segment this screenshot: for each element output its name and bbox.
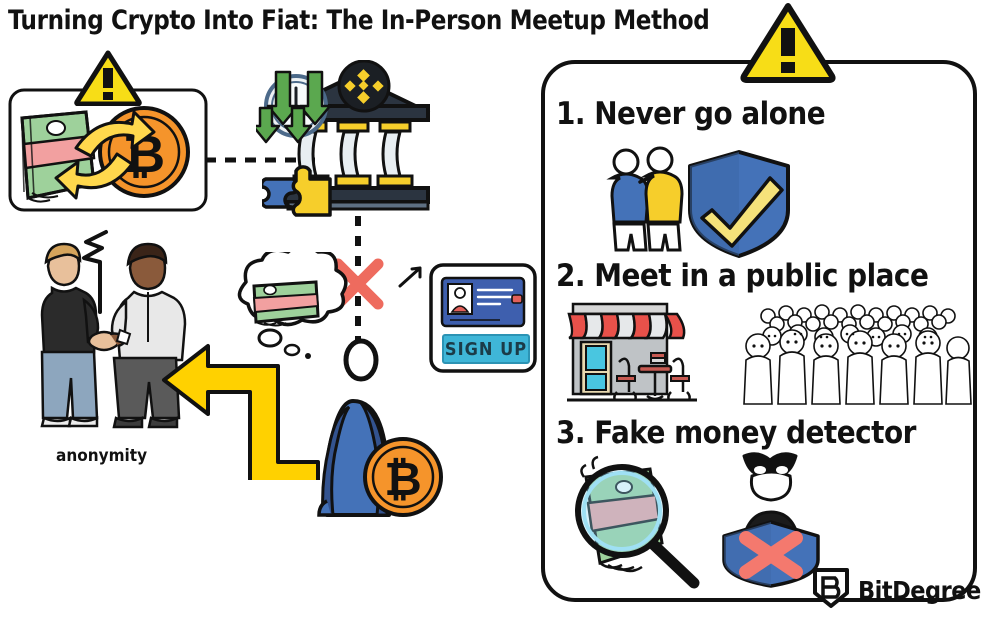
warning-triangle-icon xyxy=(74,50,142,107)
puzzle-pieces-icon xyxy=(259,165,362,223)
blue-shield-check-icon xyxy=(684,148,794,260)
signup-button-label: SIGN UP xyxy=(444,338,528,360)
binance-logo-icon xyxy=(337,59,391,113)
rule-1-title: 1. Never go alone xyxy=(556,96,826,132)
anonymity-caption: anonymity xyxy=(56,446,148,466)
bitdegree-logo: BitDegree xyxy=(812,568,982,612)
signup-button[interactable]: SIGN UP xyxy=(442,334,530,364)
blue-shield-x-icon xyxy=(722,520,820,588)
magnifier-over-cash-icon xyxy=(558,455,718,590)
bitcoin-coin-icon: ₿ xyxy=(363,437,443,517)
signup-card[interactable]: SIGN UP xyxy=(428,262,538,374)
small-arrow-icon xyxy=(398,262,432,292)
rule-3-title: 3. Fake money detector xyxy=(556,415,916,451)
cafe-storefront-icon xyxy=(559,300,714,406)
exchange-arrows-icon xyxy=(54,110,156,200)
backpack-with-bitcoin: ₿ xyxy=(305,395,450,520)
thief-mask-icon xyxy=(742,452,798,502)
two-people-icon xyxy=(598,142,698,252)
id-card-icon xyxy=(440,276,526,328)
warning-triangle-icon xyxy=(740,2,836,84)
clock-icon xyxy=(251,70,336,160)
page-title: Turning Crypto Into Fiat: The In-Person … xyxy=(8,5,710,36)
rule-2-title: 2. Meet in a public place xyxy=(556,258,929,294)
bitdegree-wordmark: BitDegree xyxy=(858,575,981,605)
lightning-bolt-icon xyxy=(82,230,108,314)
thief-and-block-icons xyxy=(718,448,830,588)
handshake-scene xyxy=(18,228,208,440)
svg-text:₿: ₿ xyxy=(384,452,422,506)
yellow-elbow-arrow-icon xyxy=(160,340,340,488)
cash-stack-icon xyxy=(252,280,320,327)
crowd-of-people-icon xyxy=(742,302,972,406)
bitdegree-shield-icon xyxy=(812,567,850,613)
crypto-fiat-exchange-box: ₿ xyxy=(8,88,208,212)
cash-thought-bubble xyxy=(218,244,348,362)
ring-icon xyxy=(341,338,381,382)
down-arrows-icon xyxy=(251,70,332,144)
